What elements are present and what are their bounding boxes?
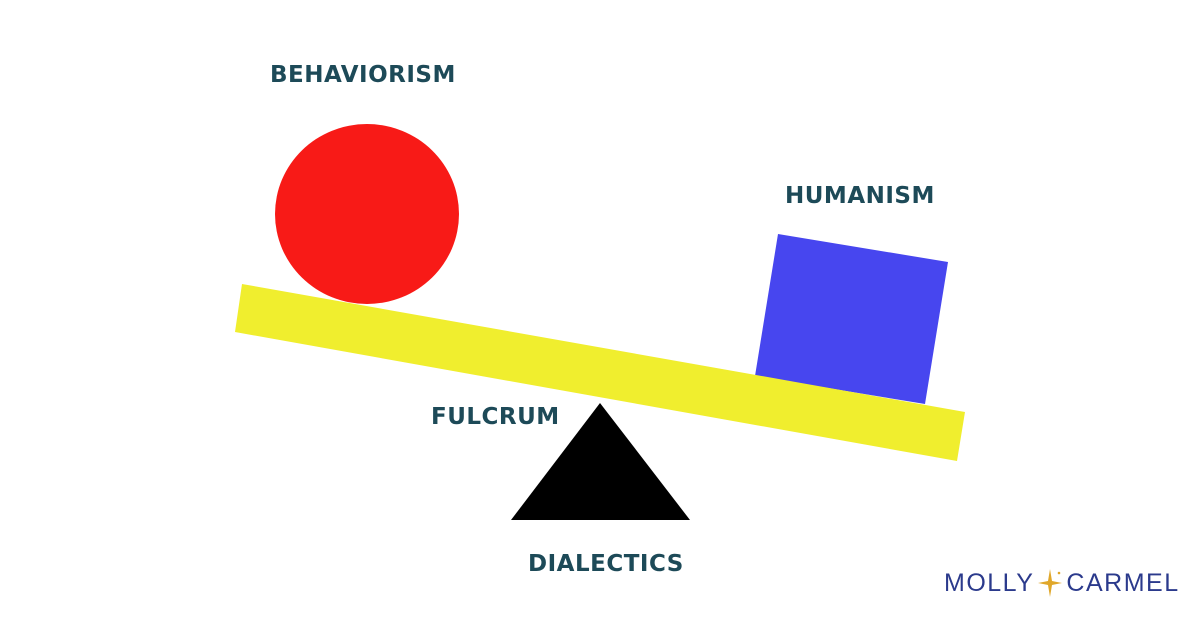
logo-text-left: MOLLY [944, 568, 1035, 597]
brand-logo: MOLLY CARMEL [944, 568, 1180, 598]
behaviorism-label: BEHAVIORISM [270, 62, 456, 88]
star-icon [1038, 569, 1063, 597]
behaviorism-circle [275, 124, 459, 304]
fulcrum-label: FULCRUM [431, 404, 560, 430]
fulcrum-triangle [511, 403, 690, 520]
seesaw-beam [235, 284, 965, 461]
logo-text-right: CARMEL [1066, 568, 1180, 597]
dialectics-label: DIALECTICS [528, 551, 684, 577]
humanism-label: HUMANISM [785, 183, 935, 209]
humanism-square [755, 234, 948, 404]
